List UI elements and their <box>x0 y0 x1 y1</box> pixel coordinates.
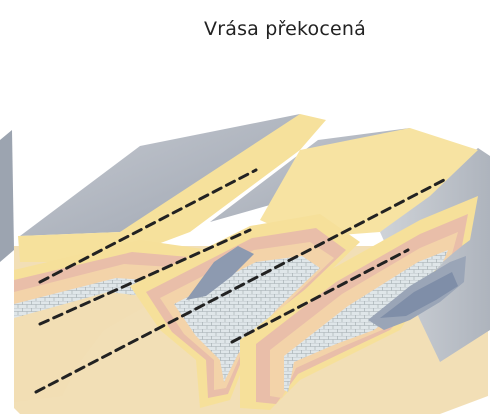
left-edge-gray <box>0 130 14 262</box>
